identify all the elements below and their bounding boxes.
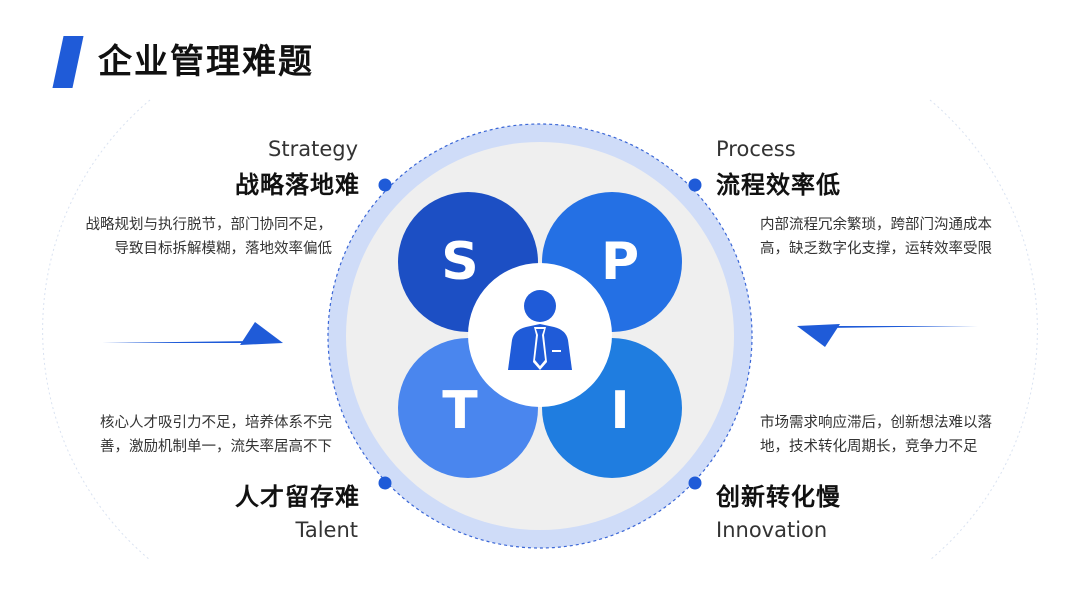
innovation-desc-line-1: 市场需求响应滞后，创新想法难以落 (760, 415, 992, 431)
letter-t: T (442, 381, 478, 441)
page-title: 企业管理难题 (98, 42, 314, 82)
talent-en-label: Talent (295, 518, 358, 542)
strategy-desc-line-1: 战略规划与执行脱节，部门协同不足， (85, 217, 333, 233)
innovation-en-label: Innovation (716, 518, 828, 542)
strategy-desc: 战略规划与执行脱节，部门协同不足， 导致目标拆解模糊，落地效率偏低 (40, 213, 333, 261)
letter-p: P (600, 232, 640, 292)
dot-process (688, 178, 702, 192)
strategy-desc-line-2: 导致目标拆解模糊，落地效率偏低 (114, 241, 333, 257)
process-desc-line-2: 高，缺乏数字化支撑，运转效率受限 (760, 241, 992, 257)
outer-ring-dashed (327, 123, 753, 549)
process-title: 流程效率低 (716, 171, 841, 199)
dot-innovation (688, 476, 702, 490)
left-outer-arc (42, 99, 151, 561)
process-desc: 内部流程冗余繁琐，跨部门沟通成本 高，缺乏数字化支撑，运转效率受限 (760, 213, 1060, 261)
dot-strategy (378, 178, 392, 192)
process-desc-line-1: 内部流程冗余繁琐，跨部门沟通成本 (760, 217, 992, 233)
strategy-en-label: Strategy (268, 137, 358, 161)
innovation-title: 创新转化慢 (716, 483, 841, 511)
letter-i: I (610, 381, 630, 441)
talent-desc-line-1: 核心人才吸引力不足，培养体系不完 (100, 415, 332, 431)
talent-title: 人才留存难 (235, 483, 360, 511)
right-arrow-icon (797, 324, 978, 347)
innovation-desc-line-2: 地，技术转化周期长，竞争力不足 (760, 439, 978, 455)
innovation-desc: 市场需求响应滞后，创新想法难以落 地，技术转化周期长，竞争力不足 (760, 411, 1060, 459)
process-en-label: Process (716, 137, 796, 161)
dot-talent (378, 476, 392, 490)
strategy-title: 战略落地难 (235, 171, 360, 199)
letter-s: S (441, 232, 479, 292)
right-outer-arc (929, 99, 1038, 561)
left-arrow-icon (102, 322, 283, 345)
talent-desc-line-2: 善，激励机制单一，流失率居高不下 (100, 439, 332, 455)
businessman-icon (508, 290, 572, 370)
talent-desc: 核心人才吸引力不足，培养体系不完 善，激励机制单一，流失率居高不下 (40, 411, 332, 459)
